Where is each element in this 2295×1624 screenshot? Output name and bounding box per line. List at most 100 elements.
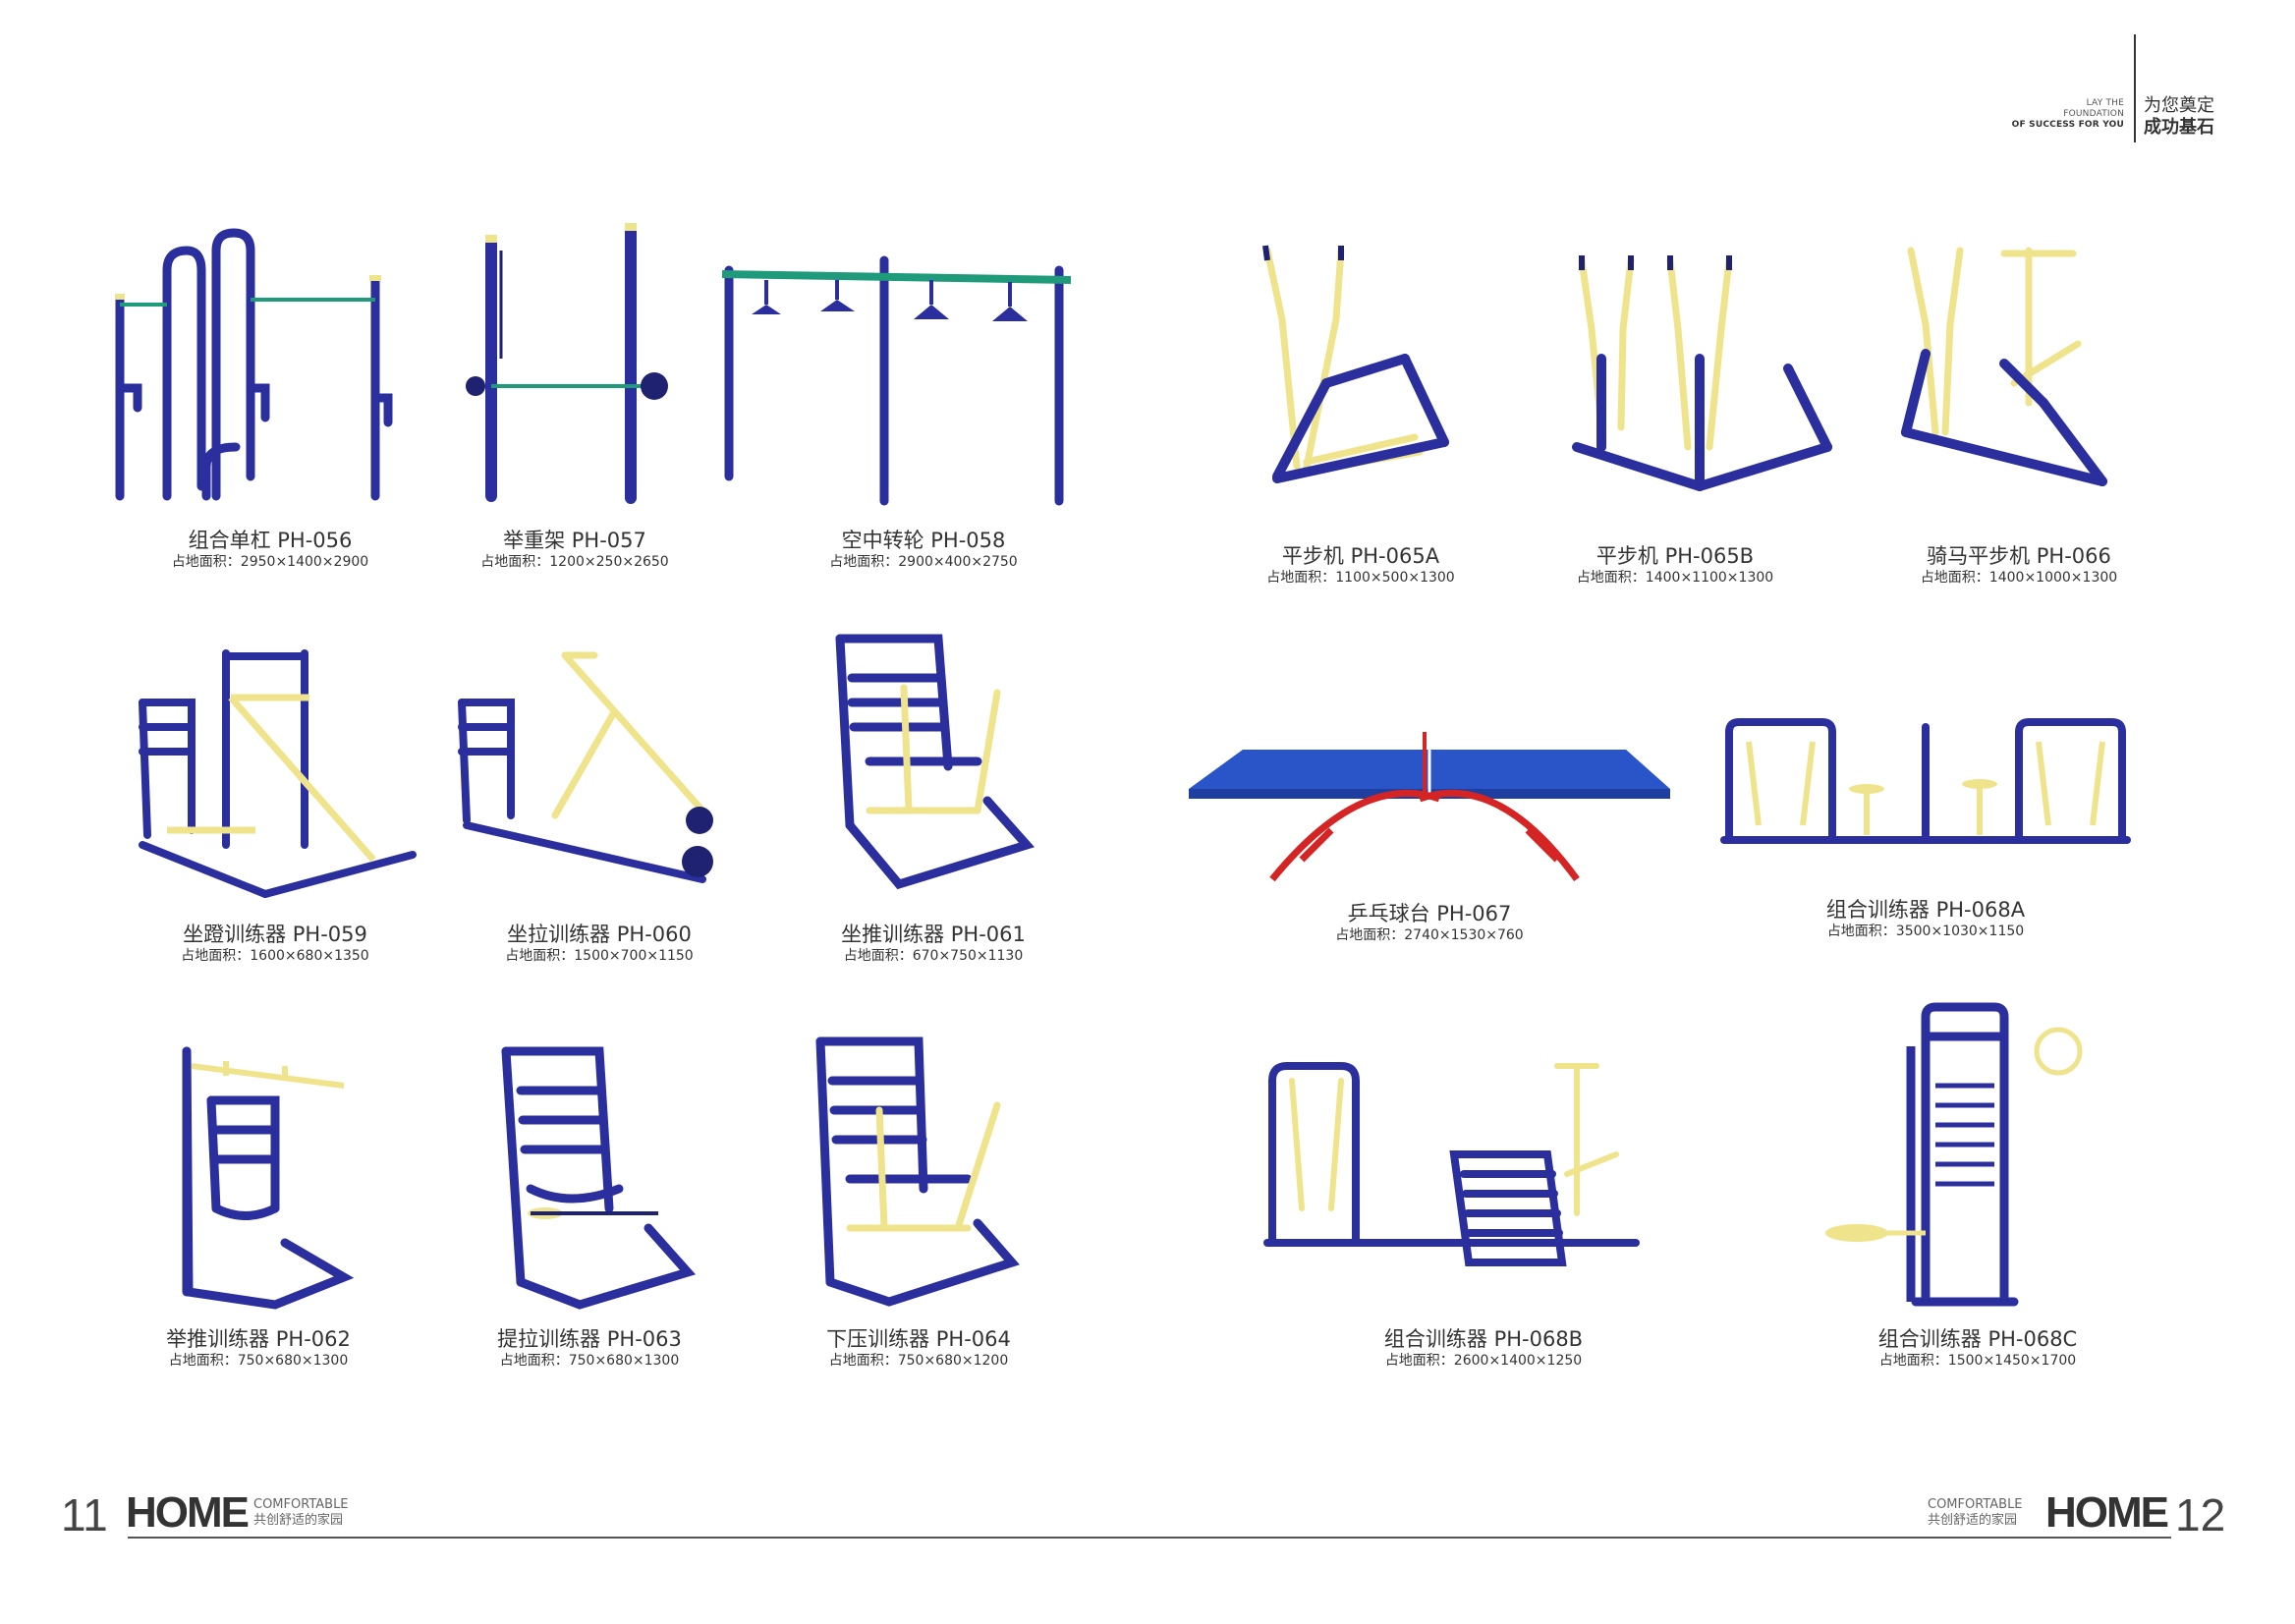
brand-slogan-cn: 为您奠定 成功基石 <box>2144 95 2214 139</box>
product-ph-064 <box>811 1032 1027 1312</box>
product-area: 占地面积：3500×1030×1150 <box>1826 924 2025 939</box>
caption-ph-068a: 组合训练器 PH-068A 占地面积：3500×1030×1150 <box>1803 897 2048 940</box>
brand-slogan: LAY THE FOUNDATION OF SUCCESS FOR YOU 为您… <box>2004 34 2214 142</box>
product-area: 占地面积：670×750×1130 <box>843 948 1024 964</box>
brand-divider <box>2134 34 2136 142</box>
combo-trainer-a-image <box>1720 718 2131 844</box>
product-ph-056 <box>108 221 403 516</box>
slogan-en-line3: OF SUCCESS FOR YOU <box>2011 120 2124 130</box>
caption-ph-057: 举重架 PH-057 占地面积：1200×250×2650 <box>452 528 698 571</box>
combo-trainer-b-image <box>1263 1062 1640 1266</box>
product-name: 组合训练器 PH-068C <box>1877 1327 2078 1351</box>
product-area: 占地面积：1400×1100×1300 <box>1576 570 1774 586</box>
product-name: 空中转轮 PH-058 <box>841 529 1006 552</box>
product-area: 占地面积：1600×680×1350 <box>181 948 369 964</box>
tagline-cn: 共创舒适的家园 <box>253 1513 344 1528</box>
caption-ph-060: 坐拉训练器 PH-060 占地面积：1500×700×1150 <box>476 922 722 965</box>
product-ph-058 <box>717 251 1071 516</box>
product-name: 坐拉训练器 PH-060 <box>507 923 692 946</box>
seated-leg-press-image <box>139 649 417 898</box>
product-area: 占地面积：750×680×1300 <box>168 1353 349 1369</box>
caption-ph-058: 空中转轮 PH-058 占地面积：2900×400×2750 <box>801 528 1046 571</box>
product-area: 占地面积：2600×1400×1250 <box>1384 1353 1583 1369</box>
product-ph-061 <box>830 629 1036 894</box>
seated-push-image <box>835 634 1036 890</box>
horse-rider-walker-image <box>1901 247 2107 486</box>
weight-rack-image <box>466 223 668 504</box>
pull-up-trainer-image <box>501 1046 697 1310</box>
tagline-cn: 共创舒适的家园 <box>1928 1513 2018 1528</box>
brand-slogan-en: LAY THE FOUNDATION OF SUCCESS FOR YOU <box>2012 98 2124 131</box>
ping-pong-table-image <box>1189 732 1670 882</box>
product-ph-060 <box>457 644 737 889</box>
product-area: 占地面积：1200×250×2650 <box>480 554 669 570</box>
product-ph-063 <box>501 1041 698 1312</box>
caption-ph-064: 下压训练器 PH-064 占地面积：750×680×1200 <box>796 1326 1041 1370</box>
seated-puller-image <box>458 651 713 883</box>
caption-ph-067: 乒乓球台 PH-067 占地面积：2740×1530×760 <box>1307 901 1552 944</box>
product-name: 提拉训练器 PH-063 <box>497 1327 682 1351</box>
product-name: 坐蹬训练器 PH-059 <box>183 923 367 946</box>
product-area: 占地面积：2950×1400×2900 <box>171 554 369 570</box>
product-name: 平步机 PH-065A <box>1281 544 1440 568</box>
footer-rule <box>128 1537 2171 1539</box>
product-ph-067 <box>1184 732 1675 889</box>
product-ph-068c <box>1818 987 2083 1312</box>
slogan-cn-line2: 成功基石 <box>2144 117 2214 138</box>
product-ph-068a <box>1719 712 2132 850</box>
left-page-number: 11 <box>61 1489 108 1540</box>
caption-ph-066: 骑马平步机 PH-066 占地面积：1400×1000×1300 <box>1896 543 2142 587</box>
product-name: 平步机 PH-065B <box>1595 544 1755 568</box>
lift-push-trainer-image <box>182 1046 354 1310</box>
slogan-en-line2: FOUNDATION <box>2063 109 2124 119</box>
product-area: 占地面积：1100×500×1300 <box>1266 570 1455 586</box>
product-ph-057 <box>462 221 678 516</box>
product-ph-068b <box>1262 1056 1646 1282</box>
caption-ph-068c: 组合训练器 PH-068C 占地面积：1500×1450×1700 <box>1855 1326 2100 1370</box>
product-area: 占地面积：1500×1450×1700 <box>1878 1353 2077 1369</box>
walker-image <box>1262 245 1449 483</box>
product-area: 占地面积：2740×1530×760 <box>1335 927 1524 943</box>
left-home-logo: HOME <box>126 1488 250 1537</box>
product-name: 举重架 PH-057 <box>503 529 646 552</box>
tagline-en: COMFORTABLE <box>253 1497 349 1512</box>
product-name: 举推训练器 PH-062 <box>166 1327 351 1351</box>
caption-ph-061: 坐推训练器 PH-061 占地面积：670×750×1130 <box>811 922 1056 965</box>
product-name: 坐推训练器 PH-061 <box>841 923 1026 946</box>
product-area: 占地面积：1500×700×1150 <box>505 948 694 964</box>
slogan-en-line1: LAY THE <box>2086 98 2124 108</box>
caption-ph-059: 坐蹬训练器 PH-059 占地面积：1600×680×1350 <box>152 922 398 965</box>
left-home-tagline: COMFORTABLE 共创舒适的家园 <box>253 1497 349 1529</box>
product-name: 下压训练器 PH-064 <box>826 1327 1011 1351</box>
right-home-tagline: COMFORTABLE 共创舒适的家园 <box>1928 1497 2023 1529</box>
combo-trainer-c-image <box>1825 1002 2083 1307</box>
caption-ph-065b: 平步机 PH-065B 占地面积：1400×1100×1300 <box>1552 543 1798 587</box>
slogan-cn-line1: 为您奠定 <box>2144 95 2214 116</box>
double-walker-image <box>1572 255 1832 491</box>
product-area: 占地面积：1400×1000×1300 <box>1920 570 2118 586</box>
product-name: 组合单杠 PH-056 <box>188 529 353 552</box>
product-area: 占地面积：2900×400×2750 <box>829 554 1018 570</box>
caption-ph-063: 提拉训练器 PH-063 占地面积：750×680×1300 <box>467 1326 712 1370</box>
pullup-bars-image <box>115 228 393 501</box>
product-ph-059 <box>138 639 422 904</box>
caption-ph-062: 举推训练器 PH-062 占地面积：750×680×1300 <box>136 1326 381 1370</box>
product-name: 组合训练器 PH-068A <box>1825 898 2026 922</box>
air-wheel-image <box>721 255 1071 506</box>
caption-ph-065a: 平步机 PH-065A 占地面积：1100×500×1300 <box>1238 543 1483 587</box>
tagline-en: COMFORTABLE <box>1928 1497 2023 1512</box>
product-ph-066 <box>1896 236 2132 501</box>
press-down-trainer-image <box>815 1036 1020 1307</box>
product-name: 骑马平步机 PH-066 <box>1927 544 2111 568</box>
right-home-logo: HOME <box>2045 1488 2169 1537</box>
product-ph-065a <box>1248 241 1474 506</box>
product-name: 组合训练器 PH-068B <box>1383 1327 1584 1351</box>
product-ph-065b <box>1562 251 1847 506</box>
caption-ph-056: 组合单杠 PH-056 占地面积：2950×1400×2900 <box>147 528 393 571</box>
right-page-number: 12 <box>2175 1489 2226 1540</box>
product-ph-062 <box>177 1041 354 1312</box>
caption-ph-068b: 组合训练器 PH-068B 占地面积：2600×1400×1250 <box>1361 1326 1606 1370</box>
product-area: 占地面积：750×680×1200 <box>828 1353 1009 1369</box>
product-name: 乒乓球台 PH-067 <box>1347 902 1512 925</box>
